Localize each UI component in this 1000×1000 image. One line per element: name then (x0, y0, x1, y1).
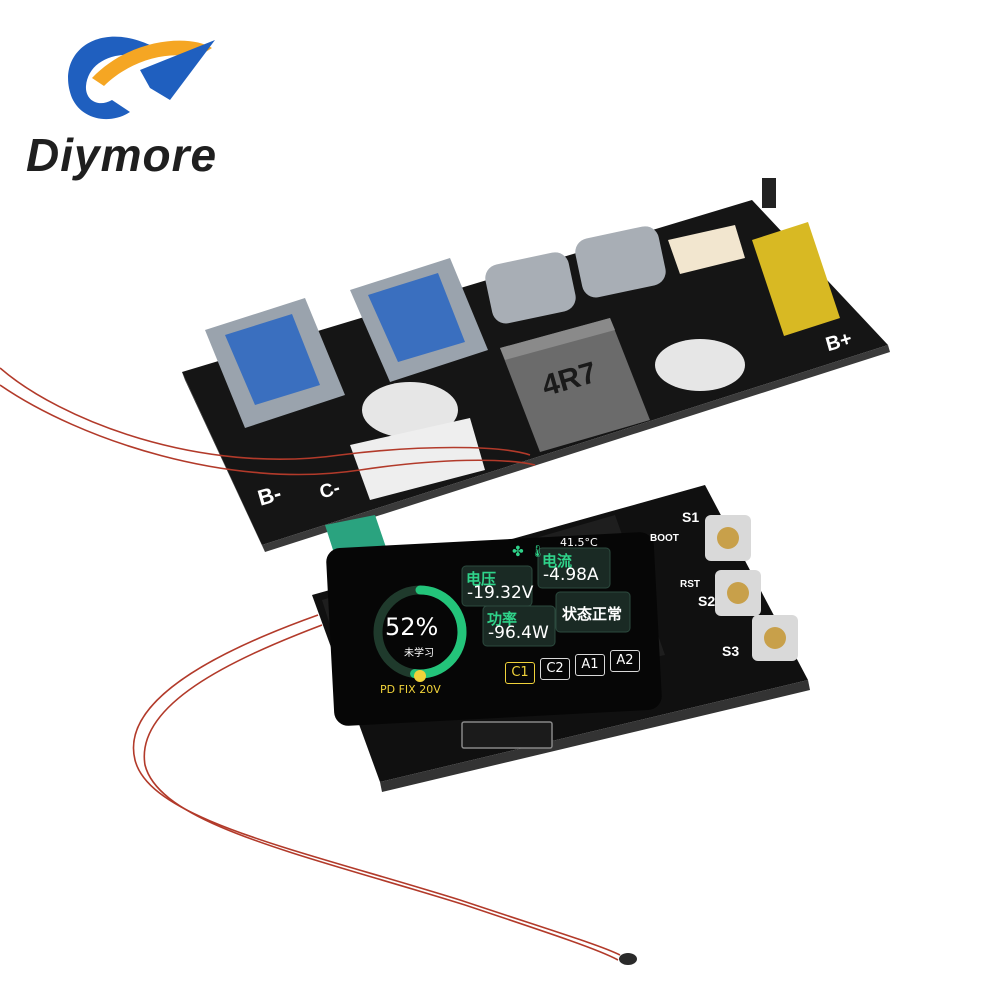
voltage-label: 电压 (466, 570, 497, 588)
silkscreen-s3: S3 (722, 643, 740, 659)
channel-tab-a1[interactable]: A1 (575, 654, 605, 676)
thermometer-icon: 🌡 (530, 544, 545, 558)
ring-indicator-dot (414, 670, 426, 682)
silkscreen-s1: S1 (682, 509, 700, 525)
voltage-value: -19.32V (467, 583, 534, 603)
current-value: -4.98A (543, 565, 599, 585)
channel-tab-a2[interactable]: A2 (610, 650, 640, 672)
thermistor-tip (619, 953, 637, 965)
probe-wires (0, 367, 621, 961)
diymore-logo-icon (68, 36, 215, 120)
main-pcb (182, 178, 890, 578)
channel-tab-c1[interactable]: C1 (505, 662, 535, 684)
power-box (482, 605, 556, 647)
silkscreen-s2: S2 (698, 593, 716, 609)
power-value: -96.4W (488, 623, 549, 643)
pd-mode: PD FIX 20V (380, 683, 441, 696)
status-text: 状态正常 (562, 605, 623, 623)
current-box (537, 547, 611, 589)
status-box (555, 591, 631, 633)
learn-status: 未学习 (404, 648, 434, 659)
lcd-screen: ✤ 🌡 (373, 544, 631, 682)
silkscreen-boot: BOOT (650, 533, 679, 544)
fan-icon: ✤ (512, 544, 524, 560)
temperature-readout: 41.5°C (560, 536, 598, 549)
channel-tab-c2[interactable]: C2 (540, 658, 570, 680)
silkscreen-rst: RST (680, 579, 700, 590)
current-label: 电流 (542, 552, 573, 570)
power-label: 功率 (487, 610, 518, 628)
battery-percent: 52% (385, 613, 439, 641)
brand-name: Diymore (26, 129, 218, 181)
